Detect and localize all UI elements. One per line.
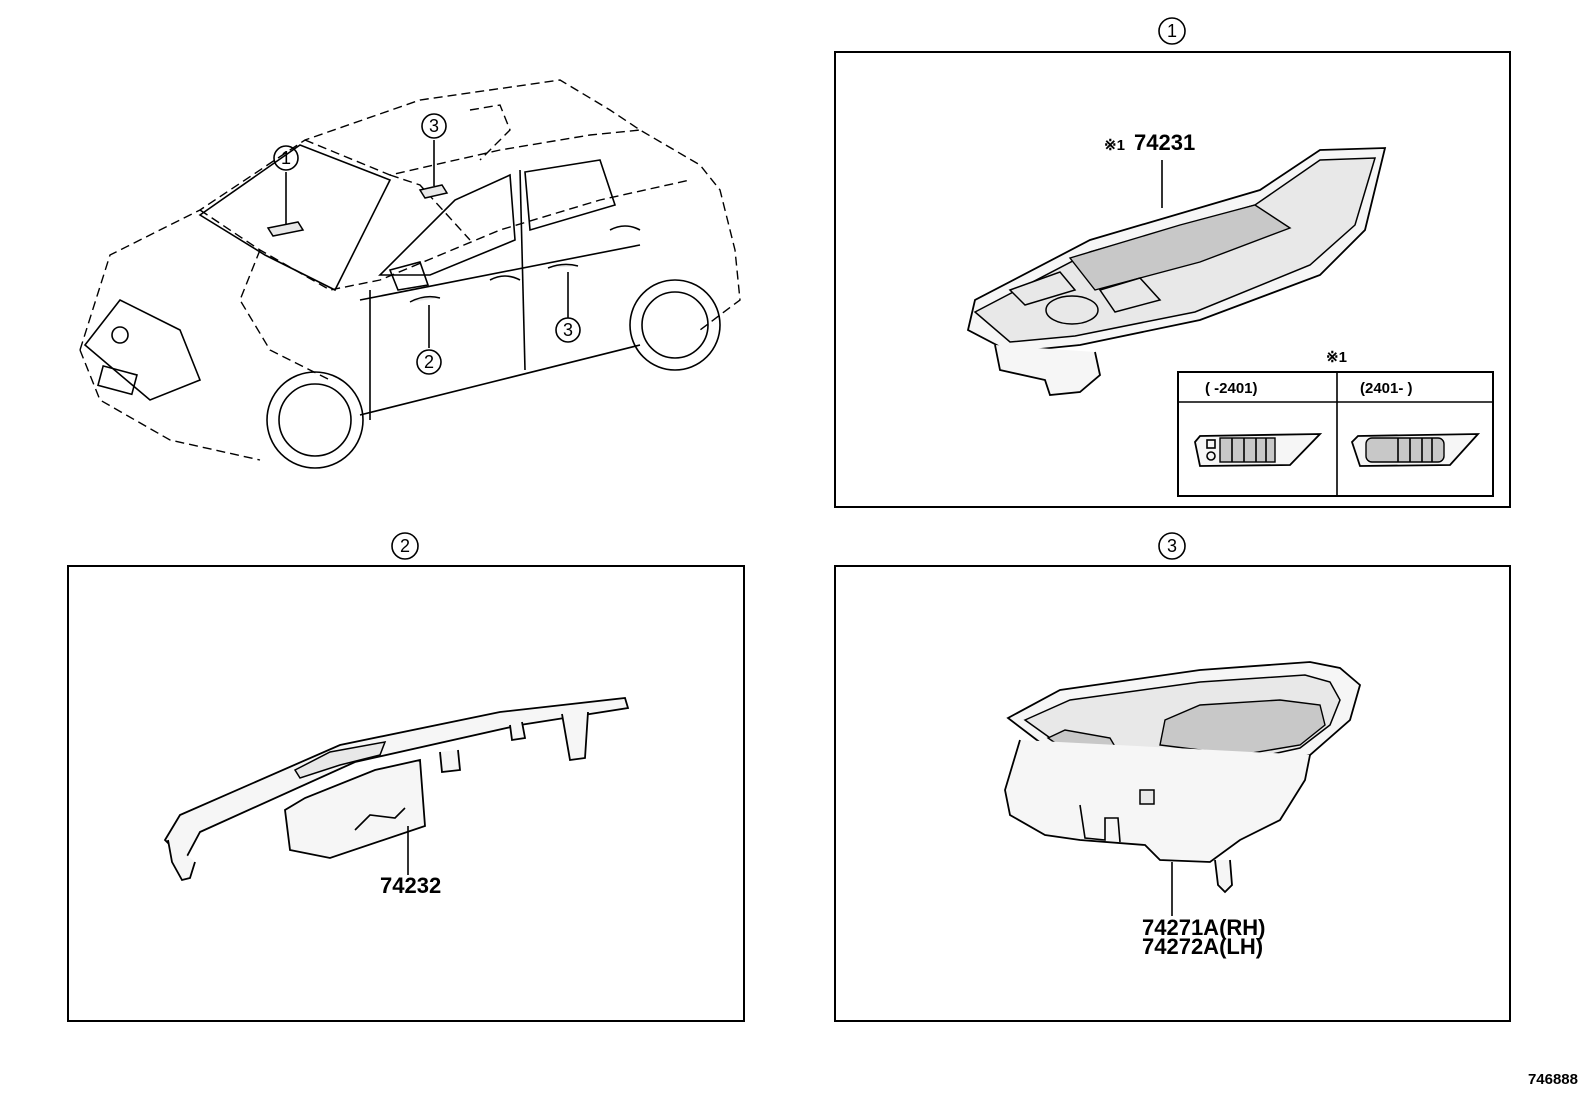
svg-text:2: 2: [400, 536, 410, 556]
panel-2: 2 74232: [67, 532, 745, 1022]
panel-3-frame: [834, 565, 1511, 1022]
svg-text:1: 1: [281, 148, 291, 168]
car-marker-3-front: 3: [421, 113, 447, 139]
panel-3: 3 74271A(RH) 74272A(LH): [834, 532, 1511, 1022]
car-marker-2: 2: [416, 349, 442, 375]
svg-text:3: 3: [563, 320, 573, 340]
panel-3-callout: 3: [1158, 532, 1186, 560]
panel-1-frame: [834, 51, 1511, 508]
variant-table: ※1 ( -2401) (2401- ): [1177, 349, 1494, 497]
part-number-74271A-rh: 74271A(RH): [1142, 915, 1266, 940]
part-74271A-drawing: [1004, 661, 1362, 916]
svg-text:2: 2: [424, 352, 434, 372]
part-number-74232: 74232: [380, 873, 441, 898]
variant-table-note: ※1: [1326, 349, 1347, 366]
panel-1-callout: 1: [1158, 17, 1186, 45]
part-number-74231: 74231: [1134, 130, 1195, 155]
variant-column-before: ( -2401): [1205, 380, 1258, 397]
car-overview: 1 3 2 3: [79, 79, 741, 469]
svg-text:3: 3: [1167, 536, 1177, 556]
part-74231-drawing: [966, 147, 1387, 396]
panel-2-callout: 2: [391, 532, 419, 560]
panel-1: 1 ※1 74231 ※1 ( -2401) (2401- ): [834, 17, 1511, 508]
svg-text:1: 1: [1167, 21, 1177, 41]
variant-switch-before: [1194, 433, 1323, 467]
panel-2-frame: [67, 565, 745, 1022]
part-74232-drawing: [163, 697, 630, 882]
part-number-74272A-lh: 74272A(LH): [1142, 934, 1263, 959]
car-marker-3-rear: 3: [555, 317, 581, 343]
svg-text:3: 3: [429, 116, 439, 136]
car-marker-1: 1: [273, 145, 299, 171]
panel-1-note-marker: ※1: [1104, 137, 1125, 154]
drawing-id: 746888: [1528, 1071, 1578, 1088]
variant-switch-after: [1350, 433, 1481, 467]
variant-column-after: (2401- ): [1360, 380, 1413, 397]
